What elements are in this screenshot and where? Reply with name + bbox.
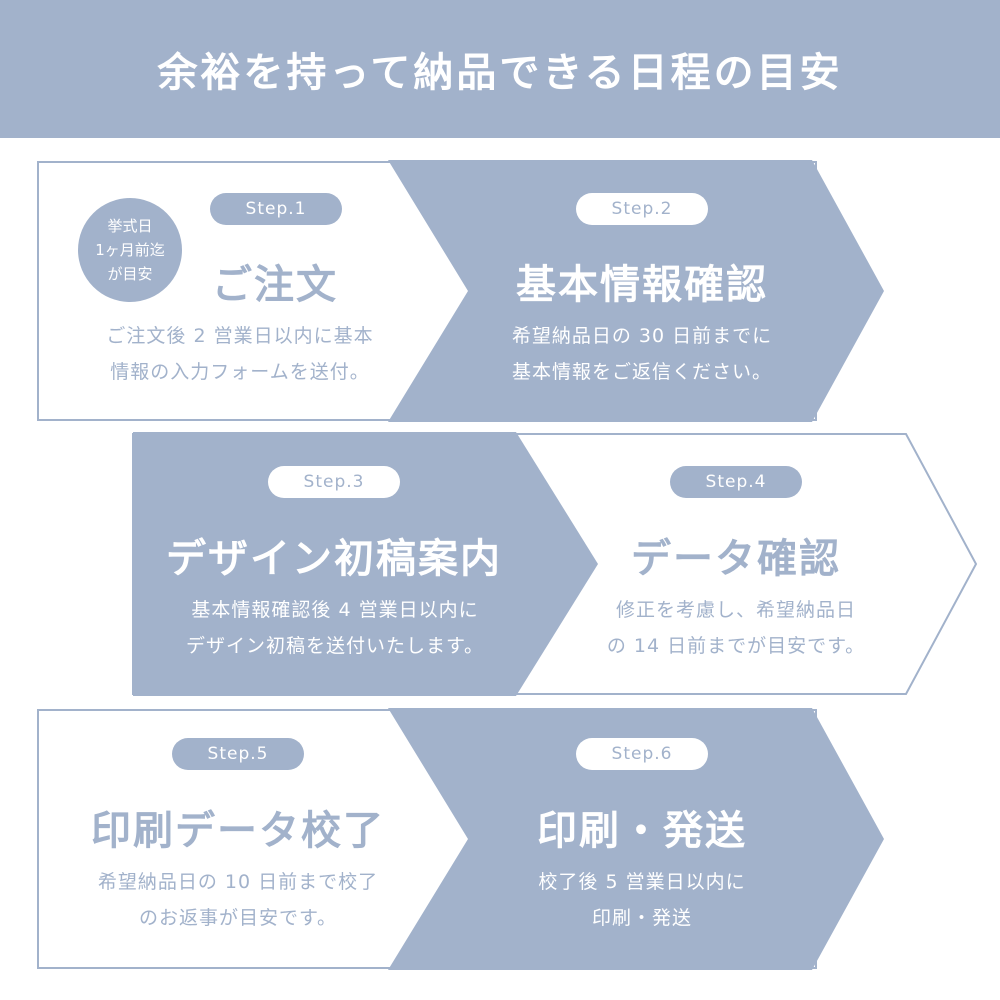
step-2-title: 基本情報確認 [516, 262, 768, 308]
step-2-arrow [388, 160, 884, 422]
step-6-label: Step.6 [576, 738, 708, 770]
step-4-title: データ確認 [631, 536, 841, 582]
step-4-description: 修正を考慮し、希望納品日 の 14 日前までが目安です。 [606, 599, 866, 657]
step-3-description: 基本情報確認後 4 営業日以内に デザイン初稿を送付いたします。 [185, 599, 485, 657]
step-5-label: Step.5 [172, 738, 304, 770]
step-2-label: Step.2 [576, 193, 708, 225]
step-1-title: ご注文 [212, 262, 338, 308]
step-3-arrow [133, 432, 598, 696]
header-banner: 余裕を持って納品できる日程の目安 [0, 0, 1000, 138]
step-1-label: Step.1 [210, 193, 342, 225]
step-1-description: ご注文後 2 営業日以内に基本 情報の入力フォームを送付。 [106, 325, 374, 383]
step-3-label: Step.3 [268, 466, 400, 498]
step-6-title: 印刷・発送 [537, 808, 747, 854]
step-3-title: デザイン初稿案内 [166, 536, 502, 582]
step-4-label: Step.4 [670, 466, 802, 498]
step-6-description: 校了後 5 営業日以内に 印刷・発送 [538, 871, 746, 929]
wedding-date-badge: 挙式日 1ヶ月前迄 が目安 [78, 198, 182, 302]
step-6-arrow [388, 708, 884, 970]
step-5-description: 希望納品日の 10 日前まで校了 のお返事が目安です。 [97, 871, 379, 929]
page-title: 余裕を持って納品できる日程の目安 [157, 50, 843, 96]
step-2-description: 希望納品日の 30 日前までに 基本情報をご返信ください。 [511, 325, 773, 383]
step-5-title: 印刷データ校了 [91, 808, 385, 854]
